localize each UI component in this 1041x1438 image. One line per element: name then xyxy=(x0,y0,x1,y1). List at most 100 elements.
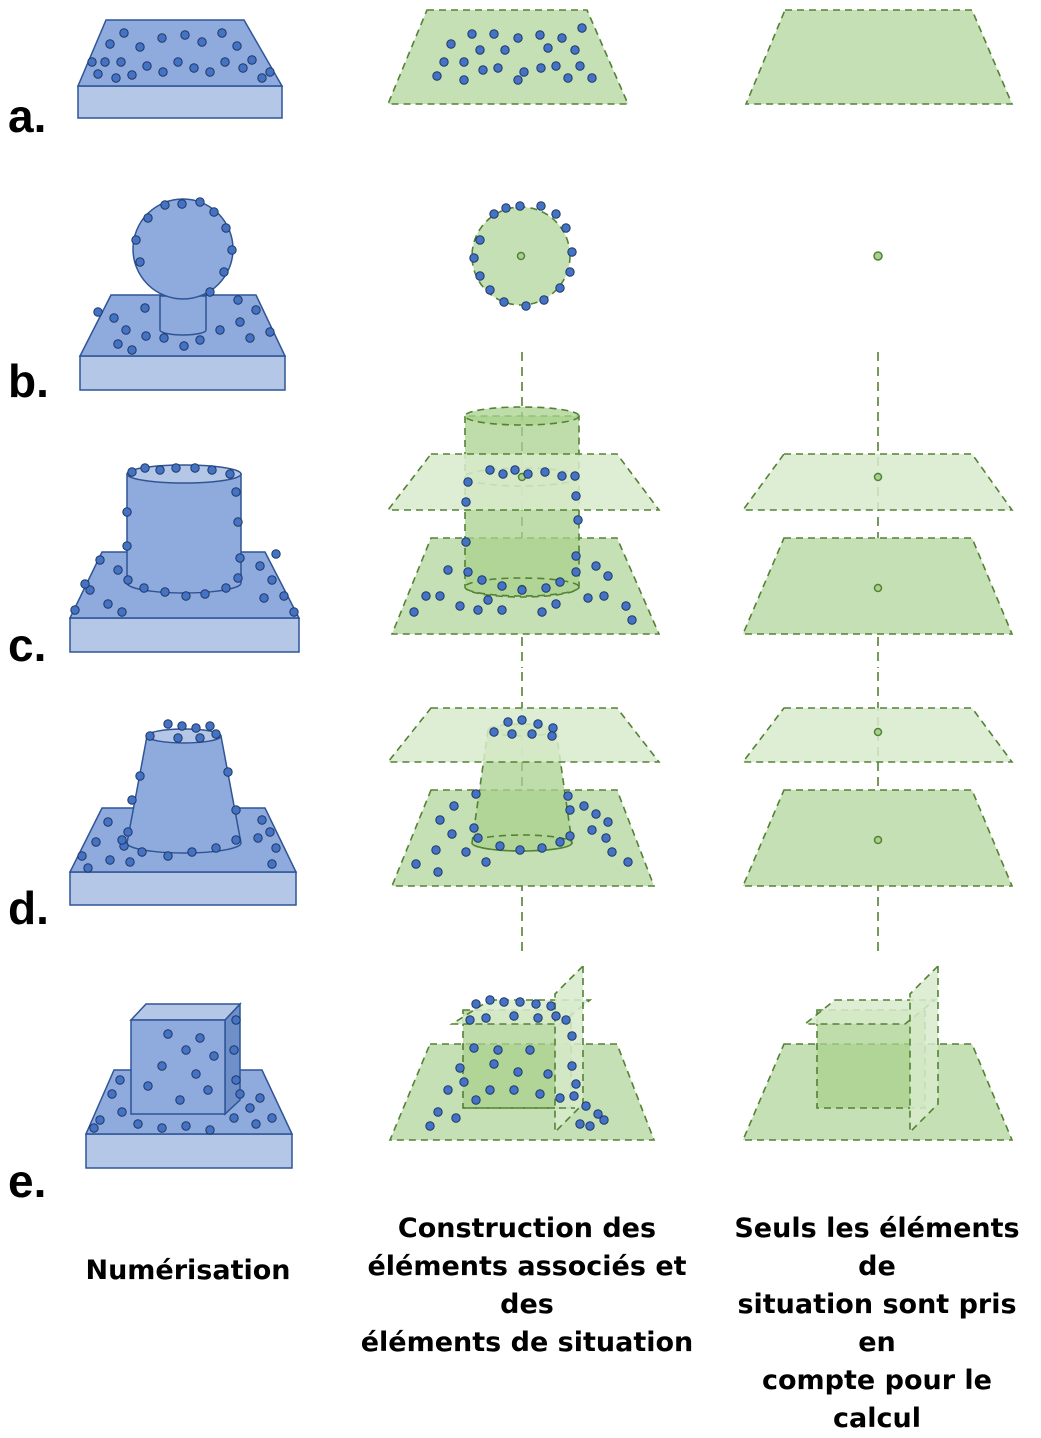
measured-point xyxy=(501,203,511,213)
caption-line: Seuls les éléments de xyxy=(734,1213,1020,1282)
base-plate-front xyxy=(77,85,283,119)
measured-point xyxy=(513,1067,523,1077)
measured-point xyxy=(561,223,571,233)
measured-point xyxy=(451,1113,461,1123)
measured-point xyxy=(478,65,488,75)
measured-point xyxy=(621,601,631,611)
measured-point xyxy=(475,235,485,245)
caption-line: Numérisation xyxy=(85,1255,291,1286)
measured-point xyxy=(245,1103,255,1113)
measured-point xyxy=(247,55,257,65)
measured-point xyxy=(493,63,503,73)
measured-point xyxy=(509,1011,519,1021)
measured-point xyxy=(95,1115,105,1125)
measured-point xyxy=(535,30,545,40)
sphere-neck xyxy=(159,295,207,336)
measured-point xyxy=(587,825,597,835)
measured-point xyxy=(485,995,495,1005)
measured-point xyxy=(523,469,533,479)
measured-point xyxy=(557,33,567,43)
situation-plane-upper xyxy=(741,453,1014,511)
measured-point xyxy=(231,835,241,845)
measured-point xyxy=(433,867,443,877)
measured-point xyxy=(211,843,221,853)
measured-point xyxy=(109,313,119,323)
measured-points xyxy=(87,28,275,83)
measured-point xyxy=(485,1085,495,1095)
measured-point xyxy=(232,41,242,51)
measured-points xyxy=(70,463,299,617)
measured-point xyxy=(570,471,580,481)
measured-point xyxy=(489,727,499,737)
caption-line: situation sont pris en xyxy=(737,1289,1017,1358)
measured-point xyxy=(229,1113,239,1123)
measured-point xyxy=(481,1013,491,1023)
measured-point xyxy=(191,1069,201,1079)
measured-point xyxy=(587,73,597,83)
measured-point xyxy=(599,1115,609,1125)
measured-point xyxy=(463,567,473,577)
measured-point xyxy=(87,57,97,67)
column-caption-construction: Construction des éléments associés et de… xyxy=(344,1210,710,1362)
measured-point xyxy=(515,845,525,855)
measured-point xyxy=(251,305,261,315)
situation-point-lower xyxy=(873,835,883,845)
measured-point xyxy=(181,591,191,601)
row-c-digitization xyxy=(68,463,301,653)
measured-point xyxy=(229,1045,239,1055)
measured-point xyxy=(569,1091,579,1101)
measured-point xyxy=(271,549,281,559)
measured-point xyxy=(255,1093,265,1103)
measured-point xyxy=(500,45,510,55)
plane-top-surface xyxy=(76,19,284,87)
measured-point xyxy=(473,605,483,615)
associated-plane-upper xyxy=(386,453,661,511)
measured-point xyxy=(571,551,581,561)
row-label-a: a. xyxy=(8,90,47,142)
measured-point xyxy=(163,851,173,861)
measured-point xyxy=(603,817,613,827)
measured-point xyxy=(571,567,581,577)
row-d-associated xyxy=(386,672,661,952)
measured-point xyxy=(215,325,225,335)
measured-point xyxy=(231,1015,241,1025)
measured-point xyxy=(551,599,561,609)
associated-plane xyxy=(386,9,630,105)
measured-point xyxy=(515,997,525,1007)
measured-point xyxy=(467,29,477,39)
measured-point xyxy=(143,1081,153,1091)
measured-point xyxy=(455,1063,465,1073)
measured-point xyxy=(103,817,113,827)
measured-point xyxy=(540,467,550,477)
measured-point xyxy=(565,267,575,277)
measured-point xyxy=(181,1121,191,1131)
base-plate-front xyxy=(85,1133,293,1169)
measured-point xyxy=(121,325,131,335)
measured-point xyxy=(509,1085,519,1095)
measured-point xyxy=(627,615,637,625)
measured-point xyxy=(227,245,237,255)
measured-point xyxy=(557,471,567,481)
measured-point xyxy=(471,789,481,799)
associated-plane-side xyxy=(554,964,584,1134)
measured-point xyxy=(513,75,523,85)
measured-point xyxy=(267,859,277,869)
measured-point xyxy=(231,487,241,497)
measured-point xyxy=(131,235,141,245)
measured-point xyxy=(159,333,169,343)
measured-point xyxy=(533,719,543,729)
measured-points xyxy=(77,719,281,873)
measured-point xyxy=(111,73,121,83)
measured-point xyxy=(581,1101,591,1111)
measured-point xyxy=(537,843,547,853)
measured-point xyxy=(127,467,137,477)
measured-points xyxy=(425,995,609,1131)
row-label-d: d. xyxy=(8,882,49,934)
measured-points xyxy=(93,197,275,355)
measured-point xyxy=(205,1125,215,1135)
measured-point xyxy=(187,847,197,857)
cone-top xyxy=(146,728,222,744)
measured-point xyxy=(555,837,565,847)
measured-point xyxy=(125,857,135,867)
measured-point xyxy=(217,28,227,38)
